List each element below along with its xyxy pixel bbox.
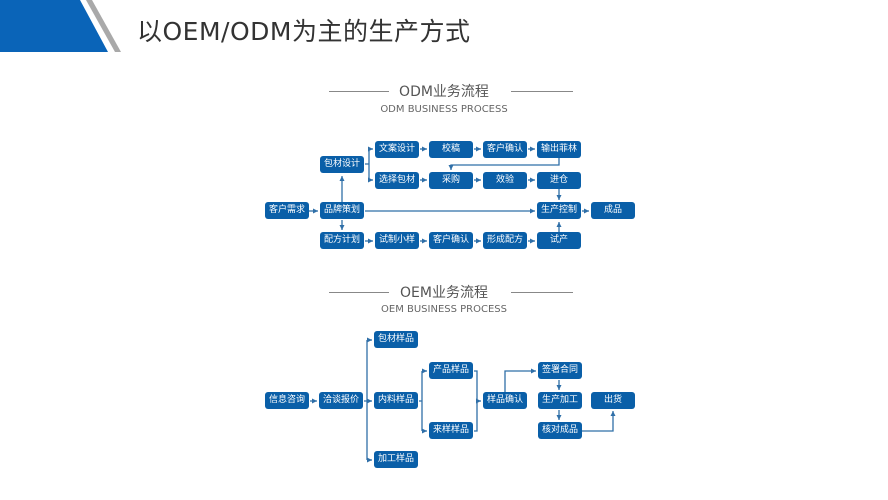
- node-content-sample: 内料样品: [374, 392, 418, 409]
- node-production-processing: 生产加工: [538, 392, 582, 409]
- node-check-product: 核对成品: [538, 422, 582, 439]
- odm-rule-left: [329, 91, 389, 92]
- node-production-control: 生产控制: [537, 202, 581, 219]
- node-finished-product: 成品: [591, 202, 635, 219]
- node-trial-production: 试产: [537, 232, 581, 249]
- node-customer-confirm-2: 客户确认: [429, 232, 473, 249]
- oem-arrow-check-shipping: [582, 411, 616, 432]
- odm-loop-film-purchase: [448, 158, 560, 170]
- oem-arrow-confirm-contract: [504, 368, 536, 392]
- node-form-formula: 形成配方: [483, 232, 527, 249]
- node-sign-contract: 签署合同: [538, 362, 582, 379]
- oem-rule-left: [329, 292, 389, 293]
- oem-branch-negotiate: [364, 340, 368, 460]
- node-info-consult: 信息咨询: [265, 392, 309, 409]
- node-incoming-sample: 来样样品: [429, 422, 473, 439]
- header-gray-stripe: [86, 0, 121, 52]
- node-packaging-sample: 包材样品: [374, 331, 418, 348]
- node-brand-planning: 品牌策划: [320, 202, 364, 219]
- header-blue-shape: [0, 0, 108, 52]
- node-customer-demand: 客户需求: [265, 202, 309, 219]
- node-inspection: 效验: [483, 172, 527, 189]
- node-customer-confirm-1: 客户确认: [483, 141, 527, 158]
- oem-merge-samples: [474, 370, 481, 432]
- node-product-sample: 产品样品: [429, 362, 473, 379]
- node-output-film: 输出菲林: [537, 141, 581, 158]
- node-processing-sample: 加工样品: [374, 451, 418, 468]
- odm-subtitle: ODM BUSINESS PROCESS: [380, 104, 508, 115]
- odm-branch-packaging: [365, 149, 370, 180]
- header-decoration: [0, 0, 121, 52]
- odm-title: ODM业务流程: [399, 84, 489, 100]
- node-packaging-design: 包材设计: [320, 156, 364, 173]
- node-formula-plan: 配方计划: [320, 232, 364, 249]
- page-title: 以OEM/ODM为主的生产方式: [137, 17, 471, 46]
- node-trial-sample: 试制小样: [375, 232, 419, 249]
- oem-rule-right: [511, 292, 573, 293]
- node-shipping: 出货: [591, 392, 635, 409]
- odm-rule-right: [511, 91, 573, 92]
- oem-title: OEM业务流程: [400, 285, 488, 301]
- node-negotiate-quote: 洽谈报价: [319, 392, 363, 409]
- node-warehousing: 进仓: [537, 172, 581, 189]
- node-sample-confirm: 样品确认: [483, 392, 527, 409]
- oem-branch-content: [419, 371, 423, 431]
- node-purchase: 采购: [429, 172, 473, 189]
- node-copy-design: 文案设计: [375, 141, 419, 158]
- oem-subtitle: OEM BUSINESS PROCESS: [381, 304, 507, 315]
- node-proofreading: 校稿: [429, 141, 473, 158]
- node-select-packaging: 选择包材: [375, 172, 419, 189]
